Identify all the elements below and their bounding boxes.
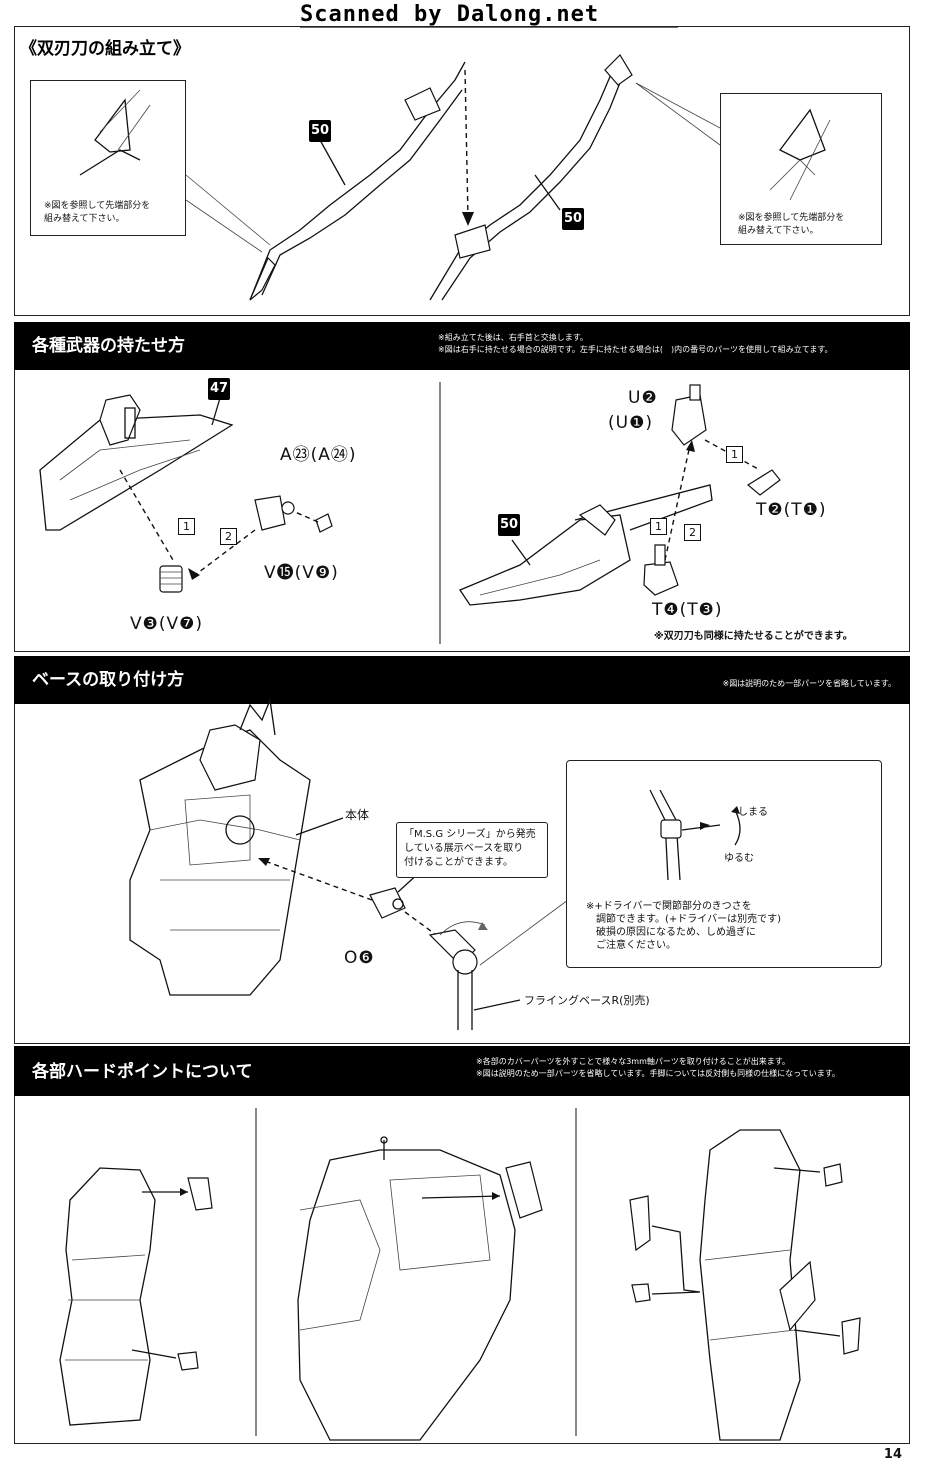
weapon-47-drawing — [39, 394, 333, 593]
callout-left-text: ※図を参照して先端部分を 組み替えて下さい。 — [44, 201, 151, 224]
driver-detail-drawing — [649, 789, 741, 881]
banner-hardpoints-note: ※各部のカバーパーツを外すことで様々な3mm軸パーツを取り付けることが出来ます。… — [476, 1057, 840, 1078]
driver-note: ※+ドライバーで関節部分のきつさを 調節できます。(+ドライバーは別売です) 破… — [586, 901, 781, 951]
banner-weapons: 各種武器の持たせ方 ※組み立てた後は、右手首と交換します。 ※図は右手に持たせる… — [14, 322, 910, 370]
part-number-50-weapon: 50 — [498, 514, 520, 536]
section-weapons-box — [14, 370, 910, 652]
banner-weapons-note: ※組み立てた後は、右手首と交換します。 ※図は右手に持たせる場合の説明です。左手… — [438, 333, 833, 354]
label-loosen: ゆるむ — [724, 853, 754, 864]
banner-weapons-title: 各種武器の持たせ方 — [32, 336, 185, 356]
part-number-50-left: 50 — [309, 120, 331, 142]
blade-drawings — [79, 54, 831, 301]
watermark-underline — [300, 26, 678, 28]
banner-hardpoints-title: 各部ハードポイントについて — [32, 1062, 253, 1082]
label-flying-base: フライングベースR(別売) — [524, 994, 650, 1007]
step-1-right-a: 1 — [726, 446, 743, 463]
page-number: 14 — [883, 1447, 902, 1462]
section-base-box — [14, 704, 910, 1044]
label-u2: U❷ — [628, 388, 658, 408]
label-u1: (U❶) — [608, 413, 653, 433]
label-t4: T❹(T❸) — [652, 600, 723, 620]
step-2-right: 2 — [684, 524, 701, 541]
label-body: 本体 — [345, 808, 370, 822]
label-v3: V❸(V❼) — [130, 614, 204, 634]
label-t2: T❷(T❶) — [756, 500, 827, 520]
label-a23: A㉓(A㉔) — [280, 445, 357, 465]
weapons-divider — [439, 382, 441, 644]
watermark: Scanned by Dalong.net — [300, 2, 600, 27]
banner-base: ベースの取り付け方 ※図は説明のため一部パーツを省略しています。 — [14, 656, 910, 704]
callout-right — [720, 93, 882, 245]
msg-callout-text: 「M.S.G シリーズ」から発売 している展示ベースを取り 付けることができます… — [404, 829, 536, 868]
label-o6: O❻ — [344, 948, 375, 968]
step-1-left: 1 — [178, 518, 195, 535]
base-drawing — [129, 697, 569, 1030]
step-2-left: 2 — [220, 528, 237, 545]
callout-right-text: ※図を参照して先端部分を 組み替えて下さい。 — [738, 213, 845, 236]
section-assembly-title: 《双刃刀の組み立て》 — [20, 39, 190, 59]
driver-callout — [566, 760, 882, 968]
label-tighten: しまる — [738, 807, 768, 818]
weapon-50-drawing — [459, 384, 781, 606]
banner-hardpoints: 各部ハードポイントについて ※各部のカバーパーツを外すことで様々な3mm軸パーツ… — [14, 1046, 910, 1096]
part-number-47: 47 — [208, 378, 230, 400]
msg-callout — [396, 822, 548, 878]
step-1-right-b: 1 — [650, 518, 667, 535]
banner-base-title: ベースの取り付け方 — [32, 670, 185, 690]
weapons-right-note: ※双刃刀も同様に持たせることができます。 — [654, 631, 853, 642]
section-assembly-box — [14, 26, 910, 316]
part-number-50-right: 50 — [562, 208, 584, 230]
banner-base-note: ※図は説明のため一部パーツを省略しています。 — [722, 679, 896, 688]
section-hardpoints-box — [14, 1096, 910, 1444]
label-v15: V⓯(V❾) — [264, 563, 339, 583]
